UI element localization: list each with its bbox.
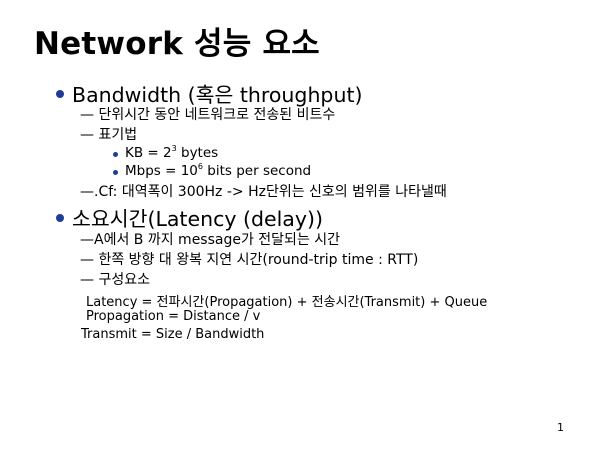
kb-suffix: bytes [176,145,219,161]
latency-formula: Latency = 전파시간(Propagation) + 전송시간(Trans… [86,295,488,310]
bullet-dot [56,90,64,98]
dash-icon: — [80,107,99,123]
kb-exponent: 3 [171,144,177,153]
kb-notation: KB = 23 bytes [125,144,219,161]
page-title: Network 성능 요소 [34,26,320,62]
bandwidth-definition: 단위시간 동안 네트워크로 전송된 비트수 [98,107,336,123]
latency-definition: A에서 B 까지 message가 전달되는 시간 [94,232,341,248]
dash-item: — 한쪽 방향 대 왕복 지연 시간(round-trip time : RTT… [80,249,418,269]
dash-icon: — [80,184,94,200]
propagation-formula: Propagation = Distance / v [86,309,261,324]
transmit-formula: Transmit = Size / Bandwidth [81,327,265,342]
rtt-line: 한쪽 방향 대 왕복 지연 시간(round-trip time : RTT) [98,252,419,268]
dash-icon: — [80,252,99,268]
sub-bullet-dot [113,152,118,157]
mbps-notation: Mbps = 106 bits per second [125,162,312,179]
mbps-prefix: Mbps = 10 [125,163,198,179]
mbps-suffix: bits per second [203,163,312,179]
dash-icon: — [80,232,94,248]
sub-bullet-dot [113,170,118,175]
bandwidth-heading: Bandwidth (혹은 throughput) [72,83,363,107]
notation-label: 표기법 [98,127,138,143]
cf-note: .Cf: 대역폭이 300Hz -> Hz단위는 신호의 범위를 나타낼때 [94,184,447,200]
mbps-exponent: 6 [197,162,203,171]
kb-prefix: KB = 2 [125,145,172,161]
dash-item: —A에서 B 까지 message가 전달되는 시간 [80,229,340,249]
dash-item: — 구성요소 [80,269,150,289]
components-label: 구성요소 [98,272,150,288]
latency-heading: 소요시간(Latency (delay)) [72,207,323,231]
bullet-dot [56,214,64,222]
dash-icon: — [80,127,99,143]
dash-icon: — [80,272,99,288]
page-number: 1 [557,421,564,434]
dash-item: — 표기법 [80,124,137,144]
dash-item: —.Cf: 대역폭이 300Hz -> Hz단위는 신호의 범위를 나타낼때 [80,181,447,201]
dash-item: — 단위시간 동안 네트워크로 전송된 비트수 [80,104,335,124]
